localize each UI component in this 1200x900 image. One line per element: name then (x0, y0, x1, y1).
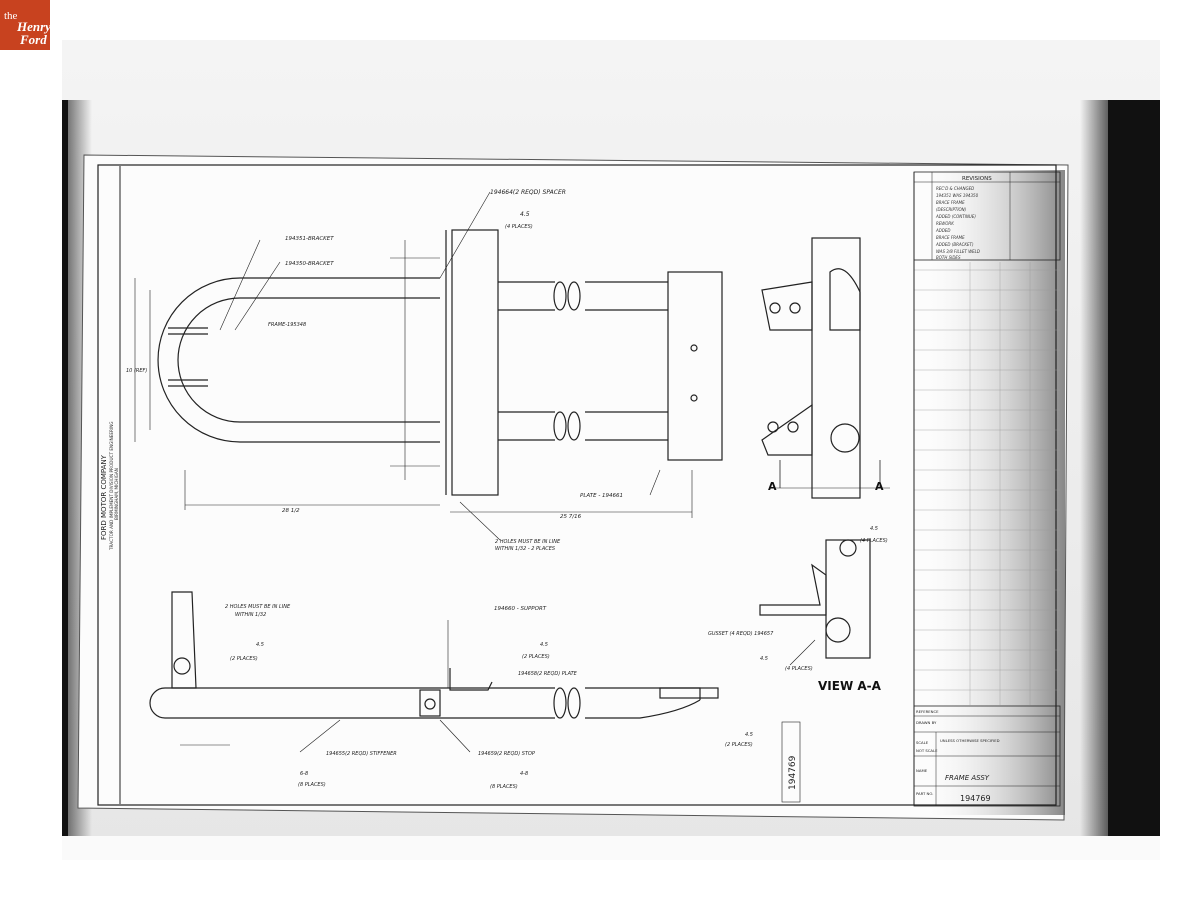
the-henry-ford-logo: the Henry Ford (0, 0, 51, 50)
logo-the: the (4, 10, 18, 22)
end-view (761, 237, 890, 499)
drawn-by-label: DRAWN BY (916, 720, 937, 725)
callout-frame: FRAME-195348 (268, 322, 306, 328)
archival-photo: FORD MOTOR COMPANY TRACTOR AND IMPLEMENT… (62, 40, 1160, 860)
callout-weld-right-places: (2 PLACES) (725, 742, 753, 748)
revision-row: ADDED (BRACKET) (935, 242, 974, 247)
location-name: BIRMINGHAM, MICHIGAN (114, 468, 119, 520)
callout-gusset: GUSSET (4 REQD) 194657 (708, 631, 774, 637)
company-name: FORD MOTOR COMPANY (100, 454, 108, 540)
callout-weld-mid: 4.5 (540, 642, 548, 648)
callout-weld-gusset-places: (4 PLACES) (785, 666, 813, 672)
callout-weld-left-places: (2 PLACES) (230, 656, 258, 662)
revision-row: REWORK (936, 221, 954, 226)
drawing-scan: FORD MOTOR COMPANY TRACTOR AND IMPLEMENT… (62, 40, 1160, 860)
sheet-stain (920, 170, 1065, 815)
drawing-name: FRAME ASSY (945, 774, 990, 782)
left-dark-edge (62, 100, 68, 840)
name-label: NAME (916, 768, 928, 773)
drawing-sheet (77, 154, 1069, 821)
callout-spacer: 194664(2 REQD) SPACER (490, 189, 566, 196)
callout-plate: PLATE - 194661 (580, 493, 623, 499)
revision-row: 194351 WAS 194350 (936, 193, 979, 198)
part-number: 194769 (960, 794, 991, 803)
callout-weld-gusset: 4.5 (760, 656, 768, 662)
callout-stiffener: 194655(2 REQD) STIFFENER (326, 751, 397, 757)
plan-view (134, 191, 723, 541)
callout-weld-left: 4.5 (256, 642, 264, 648)
dim-10-ref: 10 (REF) (126, 368, 147, 374)
side-view (149, 591, 719, 753)
callout-plate-2: 194658(2 REQD) PLATE (518, 671, 578, 677)
callout-weld-mid-places: (2 PLACES) (522, 654, 550, 660)
logo-henry: Henry (17, 19, 51, 34)
callout-weld-side: 4.5 (870, 526, 878, 532)
revision-row: BRACE FRAME (936, 200, 965, 205)
callout-support: 194660 - SUPPORT (494, 606, 547, 612)
callout-weld-68-places: (8 PLACES) (298, 782, 326, 788)
dim-28: 28 1/2 (282, 508, 300, 514)
callout-weld-68: 6-8 (300, 771, 308, 777)
part-number-vertical: 194769 (788, 755, 798, 790)
callout-bracket-1: 194351-BRACKET (285, 236, 334, 242)
title-block: REFERENCE DRAWN BY SCALE NOT SCALE UNLES… (913, 705, 1061, 807)
revision-row: (DESCRIPTION) (936, 207, 967, 212)
callout-weld-top: 4.5 (520, 211, 530, 218)
callout-holes-in-line-2: 2 HOLES MUST BE IN LINE (225, 604, 291, 610)
dim-25: 25 7/16 (560, 514, 582, 520)
part-no-label: PART NO. (916, 791, 933, 796)
callout-bracket-2: 194350-BRACKET (285, 261, 334, 267)
revision-row: BRACE FRAME (936, 235, 965, 240)
division-name: TRACTOR AND IMPLEMENT DIVISION PRODUCT E… (109, 421, 114, 551)
callout-weld-right: 4.5 (745, 732, 753, 738)
callout-within-2: WITHIN 1/32 (235, 612, 266, 618)
right-dark-edge (1108, 100, 1160, 840)
callout-holes-in-line: 2 HOLES MUST BE IN LINE (495, 539, 561, 545)
revision-row: ADDED (CONTINUE) (935, 214, 976, 219)
callout-weld-top-places: (4 PLACES) (505, 224, 533, 230)
revision-row: BOTH SIDES (936, 255, 961, 260)
revisions-header: REVISIONS (962, 176, 992, 182)
view-aa-label: VIEW A-A (818, 679, 882, 693)
revision-row: ADDED (935, 228, 951, 233)
scale-value: NOT SCALE (916, 748, 938, 753)
section-a-left: A (768, 480, 777, 493)
section-view (759, 539, 871, 666)
sheet-border (97, 164, 1057, 806)
reference-label: REFERENCE (916, 709, 939, 714)
callout-weld-side-places: (4 PLACES) (860, 538, 888, 544)
unless-specified: UNLESS OTHERWISE SPECIFIED (940, 738, 1000, 743)
callout-within-places: WITHIN 1/32 - 2 PLACES (495, 546, 556, 552)
revisions-block: REVISIONS REC'D & CHANGED 194351 WAS 194… (913, 171, 1061, 805)
scale-label: SCALE (916, 740, 929, 745)
revision-row: REC'D & CHANGED (936, 186, 974, 191)
section-a-right: A (875, 480, 884, 493)
callout-weld-bottom: 4-8 (520, 771, 528, 777)
callout-weld-bottom-places: (8 PLACES) (490, 784, 518, 790)
callout-stop: 194659(2 REQD) STOP (478, 751, 535, 757)
revision-row: WAS 3/8 FILLET WELD (936, 249, 980, 254)
logo-ford: Ford (20, 32, 47, 47)
